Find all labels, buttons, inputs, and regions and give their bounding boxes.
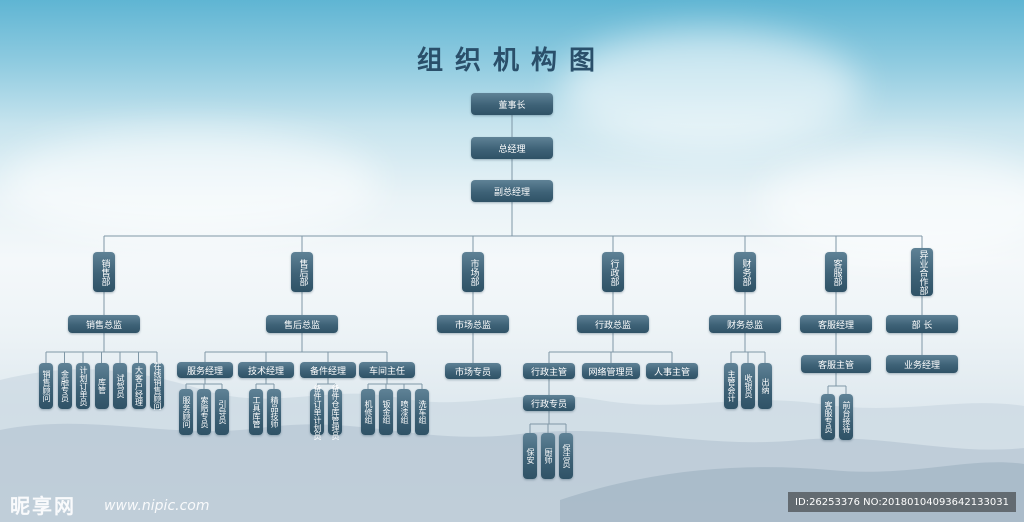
dept-4: 行政部 [602, 252, 624, 292]
dept-head-4: 行政总监 [577, 315, 649, 333]
aftersales-staff-4-2: 钣金组 [379, 389, 393, 435]
admin-manager-3: 人事主管 [646, 363, 698, 379]
cs-supervisor: 客服主管 [801, 355, 871, 373]
dept-head-3: 市场总监 [437, 315, 509, 333]
sales-staff-2: 金融专员 [57, 363, 72, 409]
aftersales-staff-2-2: 精品技师 [267, 389, 281, 435]
cs-staff-1: 客服专员 [821, 394, 835, 440]
dept-head-2: 售后总监 [266, 315, 338, 333]
sales-staff-5: 试驾员 [113, 363, 127, 409]
sales-staff-6: 大客户经理 [131, 363, 146, 409]
finance-staff-1: 主管会计 [724, 363, 738, 409]
dept-head-7: 部 长 [886, 315, 958, 333]
dept-7: 异业合作部 [911, 248, 933, 296]
aftersales-manager-3: 备件经理 [300, 362, 356, 378]
dept-head-1: 销售总监 [68, 315, 140, 333]
sales-staff-1: 销售顾问 [39, 363, 53, 409]
admin-staff-2: 厨师 [541, 433, 555, 479]
marketing-staff-1: 市场专员 [445, 363, 501, 379]
admin-specialist: 行政专员 [523, 395, 575, 411]
aftersales-staff-1-1: 服务顾问 [179, 389, 193, 435]
watermark-id: ID:26253376 NO:20180104093642133031 [788, 492, 1016, 512]
cloud-decoration [760, 150, 1024, 260]
dept-2: 售后部 [291, 252, 313, 292]
top-node-1: 董事长 [471, 93, 553, 115]
aftersales-manager-2: 技术经理 [238, 362, 294, 378]
dept-head-6: 客服经理 [800, 315, 872, 333]
aftersales-manager-4: 车间主任 [359, 362, 415, 378]
sales-staff-3: 计划订单员 [76, 363, 90, 409]
finance-staff-2: 收银员 [741, 363, 755, 409]
aftersales-staff-1-2: 索赔专员 [197, 389, 211, 435]
partner-business-manager: 业务经理 [886, 355, 958, 373]
finance-staff-3: 出纳 [758, 363, 772, 409]
aftersales-staff-3-1: 备件订单计划员 [310, 384, 324, 440]
page-title: 组织机构图 [416, 46, 607, 76]
admin-staff-3: 保洁员 [559, 433, 573, 479]
dept-6: 客服部 [825, 252, 847, 292]
sales-staff-7: 在线销售顾问 [150, 362, 164, 410]
dept-3: 市场部 [462, 252, 484, 292]
admin-manager-2: 网络管理员 [582, 363, 640, 379]
watermark-site: www.nipic.com [104, 498, 210, 514]
dept-1: 销售部 [93, 252, 115, 292]
dept-5: 财务部 [734, 252, 756, 292]
aftersales-staff-3-2: 备件仓库管理员 [328, 384, 342, 440]
dept-head-5: 财务总监 [709, 315, 781, 333]
aftersales-staff-4-3: 喷漆组 [397, 389, 411, 435]
top-node-2: 总经理 [471, 137, 553, 159]
aftersales-staff-1-3: 引导员 [215, 389, 229, 435]
cloud-decoration [0, 130, 380, 240]
admin-staff-1: 保安 [523, 433, 537, 479]
sales-staff-4: 库管 [94, 363, 109, 409]
watermark-logo: 昵享网 [10, 494, 76, 518]
aftersales-staff-4-4: 洗车组 [415, 389, 429, 435]
cloud-decoration [560, 30, 860, 150]
admin-manager-1: 行政主管 [523, 363, 575, 379]
aftersales-manager-1: 服务经理 [177, 362, 233, 378]
cs-staff-2: 前台接待 [839, 394, 853, 440]
aftersales-staff-2-1: 工具库管 [249, 389, 263, 435]
aftersales-staff-4-1: 机修组 [361, 389, 375, 435]
top-node-3: 副总经理 [471, 180, 553, 202]
